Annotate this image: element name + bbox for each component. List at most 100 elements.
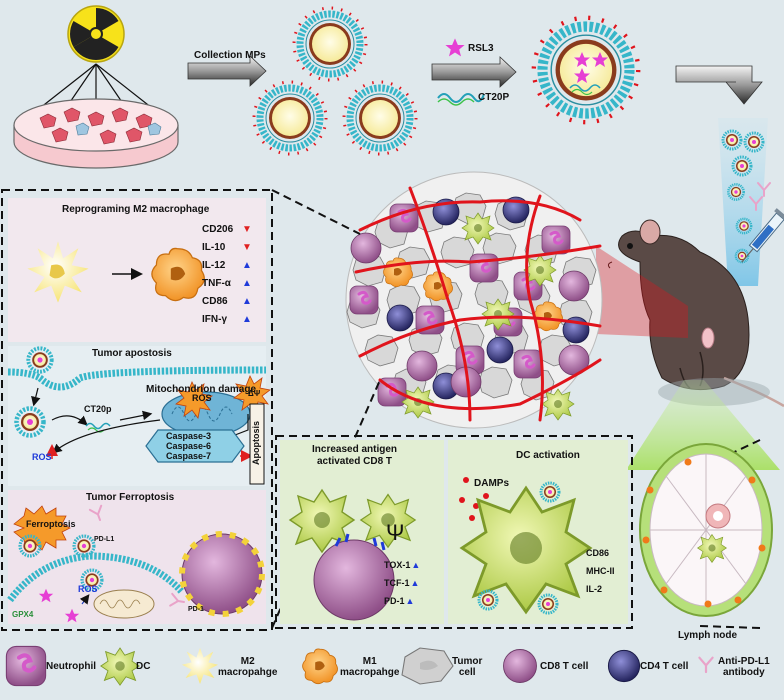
legend-icons (6, 646, 714, 686)
legend-m2-icon (182, 648, 218, 684)
mito-damage-label: Mitochondrion damage (146, 384, 256, 395)
lymph-node (639, 443, 773, 617)
up-arrow-icon: ▲ (242, 314, 252, 325)
gpx4-label: GPX4 (12, 610, 34, 619)
rsl3-star-icon (445, 38, 465, 57)
legend-dc-icon (100, 647, 140, 686)
legend-label: CD4 T cell (640, 661, 688, 672)
m2-marker-name: TNF-α (202, 278, 231, 289)
collection-arrow (187, 55, 267, 87)
ferro-ros-label: ROS (78, 584, 98, 594)
m2-marker-row: IL-10 ▼ (202, 242, 252, 253)
m2-marker-name: CD206 (202, 224, 234, 235)
cd8-marker-row: TOX-1▲ (384, 560, 420, 570)
ros-mito-label: ROS (192, 393, 212, 403)
syringe-icon (741, 208, 784, 263)
radiation-icon (67, 5, 125, 63)
legend-tumor-icon (401, 647, 454, 685)
microparticle (344, 82, 416, 154)
legend-antibody-icon (698, 656, 714, 674)
ros-out-label: ROS (32, 452, 52, 462)
cd8-panel-title-line2: activated CD8 T (317, 456, 393, 467)
m2-marker-row: IFN-γ ▲ (202, 314, 252, 325)
legend-neutrophil-icon (6, 646, 45, 685)
legend-label-line: Tumor (452, 656, 483, 667)
apoptosis-label: Apoptosis (251, 421, 261, 465)
microparticle (294, 8, 366, 80)
legend-label: CD8 T cell (540, 661, 588, 672)
dc-marker: CD86 (586, 548, 610, 558)
up-arrow-icon: ▲ (410, 578, 420, 588)
dc-marker: MHC-II (586, 566, 615, 576)
legend-label-line: CD8 T cell (540, 661, 589, 672)
cd8-marker-name: TCF-1 (384, 578, 410, 588)
legend-label-line: macropahge (218, 667, 278, 678)
ferroptosis-panel-title: Tumor Ferroptosis (86, 492, 175, 503)
m2-marker-row: TNF-α ▲ (202, 278, 252, 289)
ferroptosis-label: Ferroptosis (26, 519, 76, 529)
blood-vessels (354, 186, 602, 422)
legend-m1-icon (302, 648, 339, 685)
legend-label: DC (136, 661, 150, 672)
ct20p-peptide-icon (437, 93, 485, 106)
left-panel-frame (1, 189, 273, 631)
injection-arrow (675, 65, 763, 105)
legend-label-line: macropahge (340, 667, 400, 678)
damps-label: DAMPs (474, 478, 510, 489)
up-arrow-icon: ▲ (242, 296, 252, 307)
release-arrow (51, 415, 88, 426)
entry-arrow (31, 387, 41, 407)
cd8-marker-row: PD-1▲ (384, 596, 414, 606)
legend-label: Neutrophil (46, 661, 96, 672)
m2-marker-name: IFN-γ (202, 314, 227, 325)
cd8-panel-title-line1: Increased antigen (312, 444, 398, 455)
apoptosis-panel-title: Tumor apostosis (92, 348, 172, 359)
ct20p-label: CT20P (478, 92, 510, 103)
legend-cd4-icon (607, 649, 641, 683)
ros-burst-icon (175, 381, 213, 419)
lymph-beam (626, 380, 780, 470)
up-arrow-icon: ▲ (242, 278, 252, 289)
psi-symbol: Ψ (386, 520, 405, 545)
m2-macrophage-icon (27, 241, 89, 303)
legend-label-line: CD4 T cell (640, 661, 689, 672)
dc-activated-cell (460, 486, 592, 614)
up-arrow-icon: ▲ (411, 560, 421, 570)
injection-beam (718, 118, 771, 286)
mitochondrion-small-icon (93, 589, 155, 619)
cd8-panel-title: Increased antigen activated CD8 T (312, 444, 397, 468)
petri-dish (13, 98, 179, 169)
gpx4-ros-arrow (79, 594, 90, 605)
m2-marker-row: CD86 ▲ (202, 296, 252, 307)
pdl1-label: PD-L1 (94, 536, 115, 543)
loaded-cargo (569, 52, 608, 96)
cd8-marker-row: TCF-1▲ (384, 578, 419, 588)
ferroptosis-cd8-cell (179, 531, 265, 617)
dc-marker: IL-2 (586, 584, 603, 594)
ferroptosis-membrane (7, 552, 185, 603)
m2-marker-name: IL-10 (202, 242, 226, 253)
lymph-node-label: Lymph node (678, 630, 738, 641)
cd8-panel-tcell (313, 533, 395, 621)
ct20p-icon (85, 422, 111, 433)
dpsi-burst-icon (233, 375, 271, 413)
caspase-3-label: Caspase-3 (166, 431, 212, 441)
cell-membrane (7, 366, 267, 391)
cd8-marker-name: PD-1 (384, 596, 405, 606)
tumor-projection (596, 246, 688, 338)
m2-panel-title: Reprograming M2 macrophage (62, 204, 210, 215)
caspase-list: Caspase-3 Caspase-6 Caspase-7 (166, 431, 211, 461)
legend-label-line: Neutrophil (46, 661, 96, 672)
up-arrow-icon: ▲ (242, 260, 252, 271)
ct20p-small-label: CT20p (84, 404, 112, 414)
legend-label-line: M2 (240, 656, 255, 667)
dpsi-label: ΔΨ (248, 389, 261, 398)
legend-cd8-icon (503, 649, 537, 683)
legend-label-line: cell (458, 667, 476, 678)
